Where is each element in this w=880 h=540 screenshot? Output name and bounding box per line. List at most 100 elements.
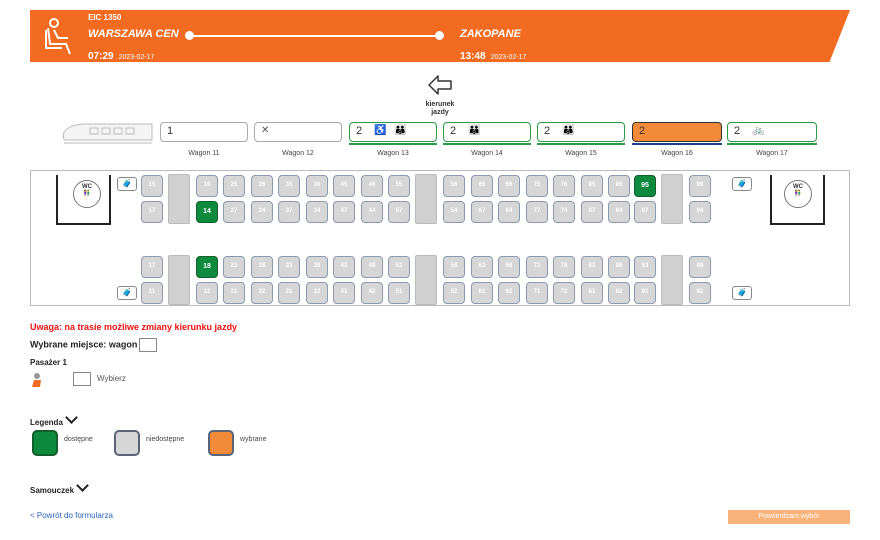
seat-75: 75 xyxy=(526,175,548,197)
seat-25: 25 xyxy=(223,175,245,197)
seat-78: 78 xyxy=(553,256,575,278)
wagon-class: 2 xyxy=(639,125,646,137)
wc-icon: WC👫 xyxy=(784,180,812,208)
toilet-right: WC👫 xyxy=(778,175,818,225)
chosen-seat: Wybrane miejsce: wagon xyxy=(30,338,158,352)
wagon-15-button[interactable]: 2👪 xyxy=(537,122,625,142)
seat-66: 66 xyxy=(498,175,520,197)
chevron-down-icon xyxy=(65,411,78,424)
route-end-dot xyxy=(435,31,444,40)
seat-88: 88 xyxy=(608,256,630,278)
route-line xyxy=(188,35,440,37)
seat-96: 96 xyxy=(689,175,711,197)
seat-56: 56 xyxy=(443,175,465,197)
seat-61: 61 xyxy=(471,282,493,304)
wagon-label: Wagon 15 xyxy=(565,150,597,157)
seat-22: 22 xyxy=(251,282,273,304)
wagon-12-button[interactable]: ✕ xyxy=(254,122,342,142)
wagon-16-button[interactable]: 2 xyxy=(632,122,722,142)
direction-label-2: jazdy xyxy=(431,109,449,116)
legend-unavailable-swatch xyxy=(114,430,140,456)
seat-91: 91 xyxy=(634,282,656,304)
luggage-icon: 🧳 xyxy=(117,286,137,300)
wheelchair-icon: ♿ xyxy=(374,125,387,136)
seat-87: 87 xyxy=(581,201,603,223)
back-to-form-link[interactable]: < Powrót do formularza xyxy=(30,511,113,520)
seat-82: 82 xyxy=(608,282,630,304)
arrow-left-icon xyxy=(428,75,452,95)
wagon-17-button[interactable]: 2🚲 xyxy=(727,122,817,142)
wagon-15-underline xyxy=(537,143,625,145)
seat-95[interactable]: 95 xyxy=(634,175,656,197)
destination-station: ZAKOPANE xyxy=(460,28,521,40)
seat-33: 33 xyxy=(278,256,300,278)
luggage-icon: 🧳 xyxy=(117,177,137,191)
wagon-11-button[interactable]: 1 xyxy=(160,122,248,142)
seat-83: 83 xyxy=(581,256,603,278)
table xyxy=(415,174,437,224)
family-icon: 👪 xyxy=(562,125,575,136)
seat-31: 31 xyxy=(278,282,300,304)
confirm-selection-button[interactable]: Potwierdzam wybór xyxy=(728,510,850,524)
seat-26: 26 xyxy=(251,175,273,197)
seat-34: 34 xyxy=(306,201,328,223)
tutorial-toggle[interactable]: Samouczek xyxy=(30,479,89,495)
seat-45: 45 xyxy=(333,175,355,197)
choose-seat-field[interactable] xyxy=(73,372,91,386)
seat-24: 24 xyxy=(251,201,273,223)
arrival-time: 13:48 xyxy=(460,51,486,62)
seat-47: 47 xyxy=(333,201,355,223)
seat-71: 71 xyxy=(526,282,548,304)
wagon-13-button[interactable]: 2♿👪 xyxy=(349,122,437,142)
seat-48: 48 xyxy=(361,256,383,278)
wc-label: WC xyxy=(82,184,92,190)
seat-62: 62 xyxy=(498,282,520,304)
seat-84: 84 xyxy=(608,201,630,223)
seat-17: 17 xyxy=(141,256,163,278)
choose-seat[interactable]: Wybierz xyxy=(73,372,126,386)
table xyxy=(168,255,190,305)
legend-toggle[interactable]: Legenda xyxy=(30,411,78,427)
arrival: 13:48 2023-02-17 xyxy=(460,46,527,62)
seat-67: 67 xyxy=(471,201,493,223)
seat-55: 55 xyxy=(388,175,410,197)
seat-23: 23 xyxy=(223,256,245,278)
passenger-label: Pasażer 1 xyxy=(30,358,67,367)
direction-label-1: kierunek xyxy=(425,101,455,108)
seat-12: 12 xyxy=(196,282,218,304)
wagon-class: 2 xyxy=(734,125,741,137)
legend-selected-label: wybrane xyxy=(240,436,267,443)
seat-28: 28 xyxy=(251,256,273,278)
train-number: EIC 1350 xyxy=(88,13,122,22)
seat-93: 93 xyxy=(634,256,656,278)
wc-icon: WC👫 xyxy=(73,180,101,208)
seat-54: 54 xyxy=(443,201,465,223)
direction-warning: Uwaga: na trasie możliwe zmiany kierunku… xyxy=(30,322,238,332)
seat-97: 97 xyxy=(634,201,656,223)
wagon-label: Wagon 12 xyxy=(282,150,314,157)
arrival-date: 2023-02-17 xyxy=(490,54,527,61)
wagon-16-underline xyxy=(632,143,722,145)
departure-date: 2023-02-17 xyxy=(118,54,155,61)
wagon-label: Wagon 13 xyxy=(377,150,409,157)
seat-43: 43 xyxy=(333,256,355,278)
seat-14[interactable]: 14 xyxy=(196,201,218,223)
table xyxy=(415,255,437,305)
seat-18[interactable]: 18 xyxy=(196,256,218,278)
table xyxy=(661,174,683,224)
seat-21: 21 xyxy=(223,282,245,304)
wagon-label: Wagon 17 xyxy=(756,150,788,157)
wagon-14-button[interactable]: 2👪 xyxy=(443,122,531,142)
seat-32: 32 xyxy=(306,282,328,304)
table xyxy=(661,255,683,305)
origin-station: WARSZAWA CEN xyxy=(88,28,179,40)
seat-52: 52 xyxy=(443,282,465,304)
seat-53: 53 xyxy=(388,256,410,278)
toilet-right-wall xyxy=(770,175,825,225)
seat-17: 17 xyxy=(141,201,163,223)
chosen-seat-label: Wybrane miejsce: wagon xyxy=(30,339,138,350)
legend-label: Legenda xyxy=(30,418,63,427)
seat-68: 68 xyxy=(498,256,520,278)
